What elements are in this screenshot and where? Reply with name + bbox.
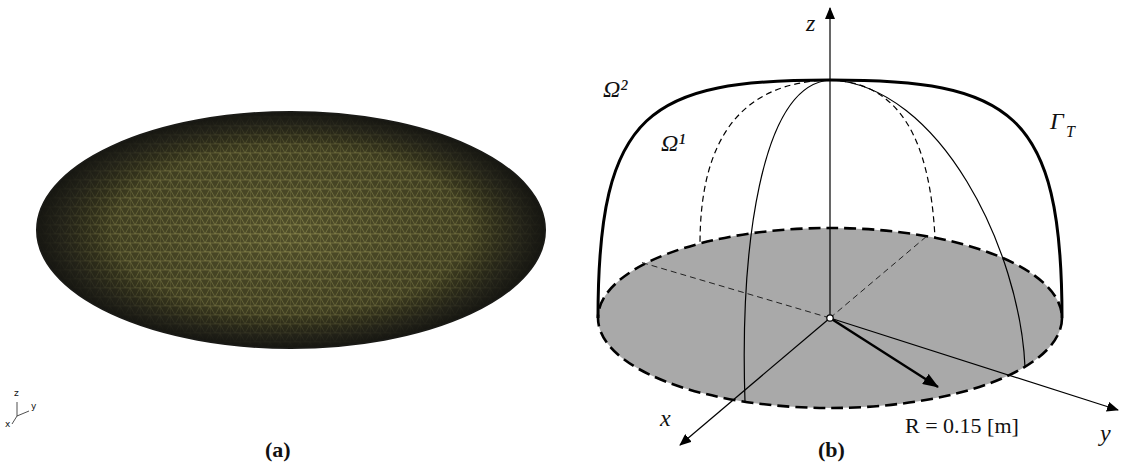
boundary-label: Γ <box>1050 108 1064 134</box>
axis-label: y <box>31 402 36 412</box>
axis-label: z <box>806 10 815 36</box>
panel-caption: (b) <box>818 438 845 462</box>
hemisphere-sketch <box>598 8 1118 445</box>
domain-label: Ω² <box>603 76 628 102</box>
axis-triad <box>12 402 29 424</box>
axis-label: x <box>660 405 671 431</box>
axis-label: x <box>5 420 10 430</box>
mesh-ellipsoid <box>37 112 545 348</box>
axis-label: z <box>14 389 19 399</box>
boundary-subscript: T <box>1066 123 1075 141</box>
panel-caption: (a) <box>265 438 291 462</box>
domain-label: Ω¹ <box>661 130 686 156</box>
axis-label: y <box>1100 420 1111 446</box>
dimension-label: R = 0.15 [m] <box>905 414 1019 438</box>
